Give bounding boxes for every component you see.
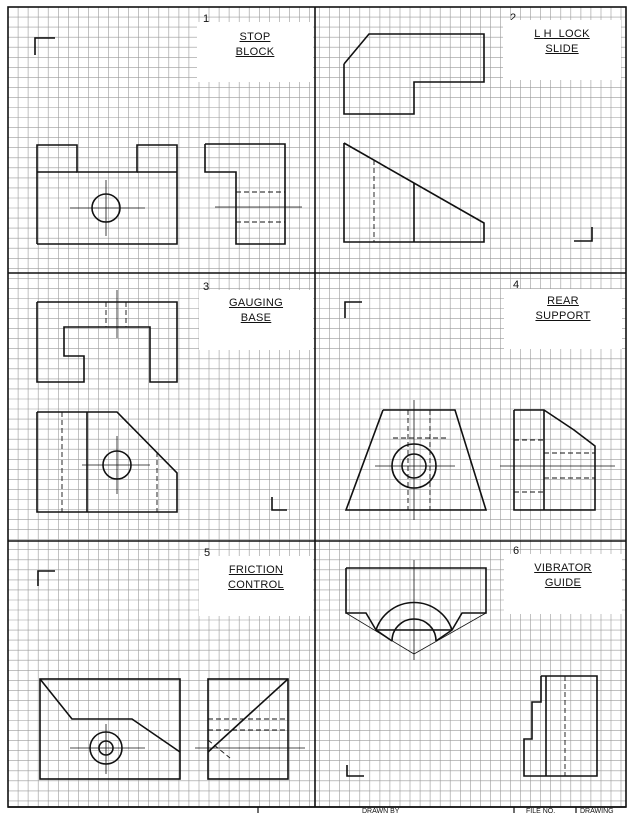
corner-marks	[34, 37, 593, 777]
panel-3-title-line2: BASE	[240, 312, 272, 324]
panel-1-number: 1	[203, 13, 210, 25]
graph-grid	[7, 6, 626, 807]
title-block-lines	[257, 807, 577, 813]
title-block-drawing: DRAWING	[580, 808, 614, 815]
view-vibrator-guide	[345, 560, 598, 777]
title-block-file-no: FILE NO.	[526, 808, 556, 815]
panel-6-number: 6	[513, 545, 520, 557]
panel-1-title-line1: STOP	[239, 31, 271, 43]
panel-3-title: GAUGING BASE	[199, 290, 313, 350]
panel-6-title-line2: GUIDE	[544, 577, 582, 589]
panel-4-number: 4	[513, 279, 520, 291]
panel-2-title-line1: L H LOCK	[534, 28, 590, 40]
panel-5-number: 5	[204, 547, 211, 559]
view-gauging-base	[36, 290, 178, 513]
view-stop-block	[36, 143, 302, 245]
view-friction-control	[39, 678, 305, 780]
view-lh-lock-slide	[343, 33, 485, 243]
panel-5-title-line1: FRICTION	[228, 564, 284, 576]
panel-5-title-line2: CONTROL	[228, 579, 284, 591]
panel-6-title: VIBRATOR GUIDE	[504, 554, 622, 614]
panel-6-title-line1: VIBRATOR	[534, 562, 592, 574]
panel-3-number: 3	[203, 281, 210, 293]
panel-3-title-line1: GAUGING	[228, 297, 284, 309]
title-block-drawn-by: DRAWN BY	[362, 808, 400, 815]
view-rear-support	[344, 400, 615, 520]
panel-2-title-line2: SLIDE	[545, 43, 579, 55]
panel-1-title-line2: BLOCK	[235, 46, 275, 58]
panel-2-title: L H LOCK SLIDE	[503, 20, 621, 80]
panel-4-title-line1: REAR	[547, 295, 579, 307]
panel-1-title: STOP BLOCK	[197, 22, 313, 82]
panel-4-title: REAR SUPPORT	[504, 289, 622, 349]
panel-4-title-line2: SUPPORT	[535, 310, 591, 322]
panel-5-title: FRICTION CONTROL	[199, 556, 313, 616]
panel-2-number: 2	[510, 12, 517, 24]
panel-borders	[7, 6, 627, 808]
